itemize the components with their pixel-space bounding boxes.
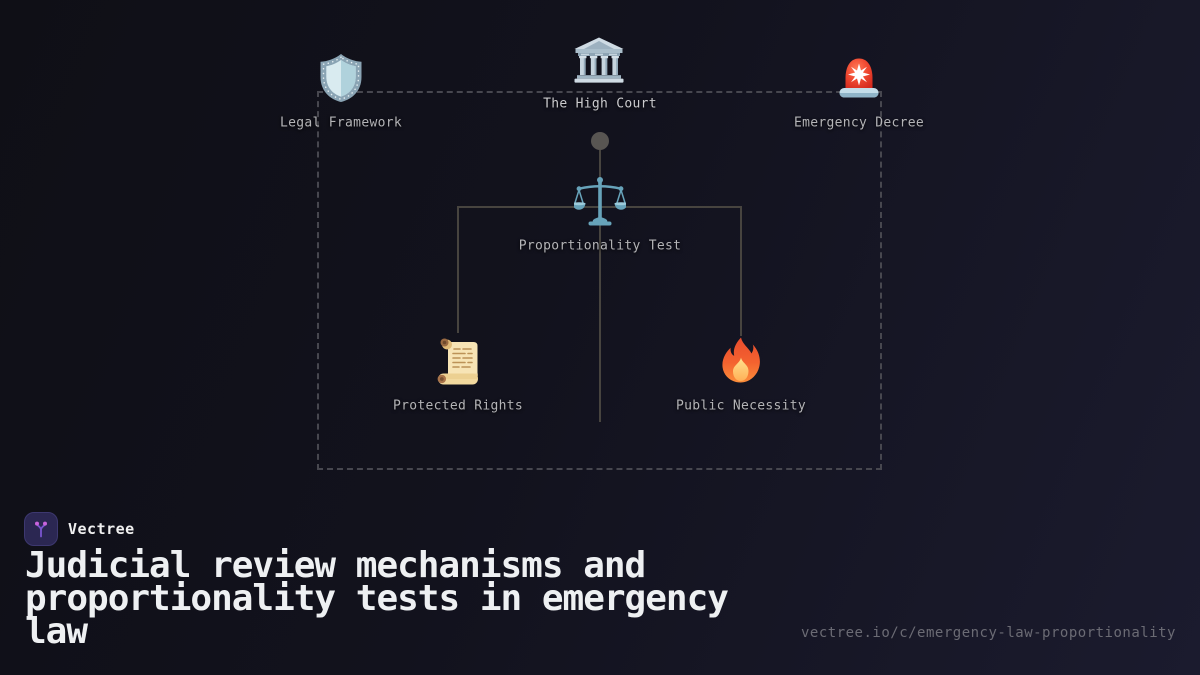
- connector-right-branch-line: [740, 206, 742, 336]
- diagram-boundary: [317, 91, 882, 470]
- node-label-protected-rights: Protected Rights: [392, 398, 524, 414]
- fire-icon: [720, 336, 762, 384]
- balance-scale-icon: [572, 176, 628, 226]
- page-url: vectree.io/c/emergency-law-proportionali…: [800, 625, 1176, 641]
- vectree-logo: [24, 512, 58, 546]
- rotating-light-icon: [836, 56, 882, 100]
- node-label-emergency-decree: Emergency Decree: [793, 115, 925, 131]
- vectree-branch-icon: [35, 521, 47, 538]
- shield-icon: [318, 53, 364, 103]
- brand-name: Vectree: [68, 520, 135, 538]
- scroll-icon: [435, 336, 481, 386]
- brand-row: Vectree: [24, 512, 135, 546]
- node-label-legal-framework: Legal Framework: [280, 115, 402, 131]
- node-label-public-necessity: Public Necessity: [675, 398, 807, 414]
- connector-left-branch-line: [457, 206, 459, 333]
- node-label-high-court: The High Court: [543, 96, 657, 112]
- page-title: Judicial review mechanisms and proportio…: [25, 545, 729, 652]
- node-label-proportionality-test: Proportionality Test: [518, 238, 682, 254]
- connector-trunk-line: [599, 150, 601, 422]
- root-connector-dot: [591, 132, 609, 150]
- courthouse-icon: [573, 36, 625, 84]
